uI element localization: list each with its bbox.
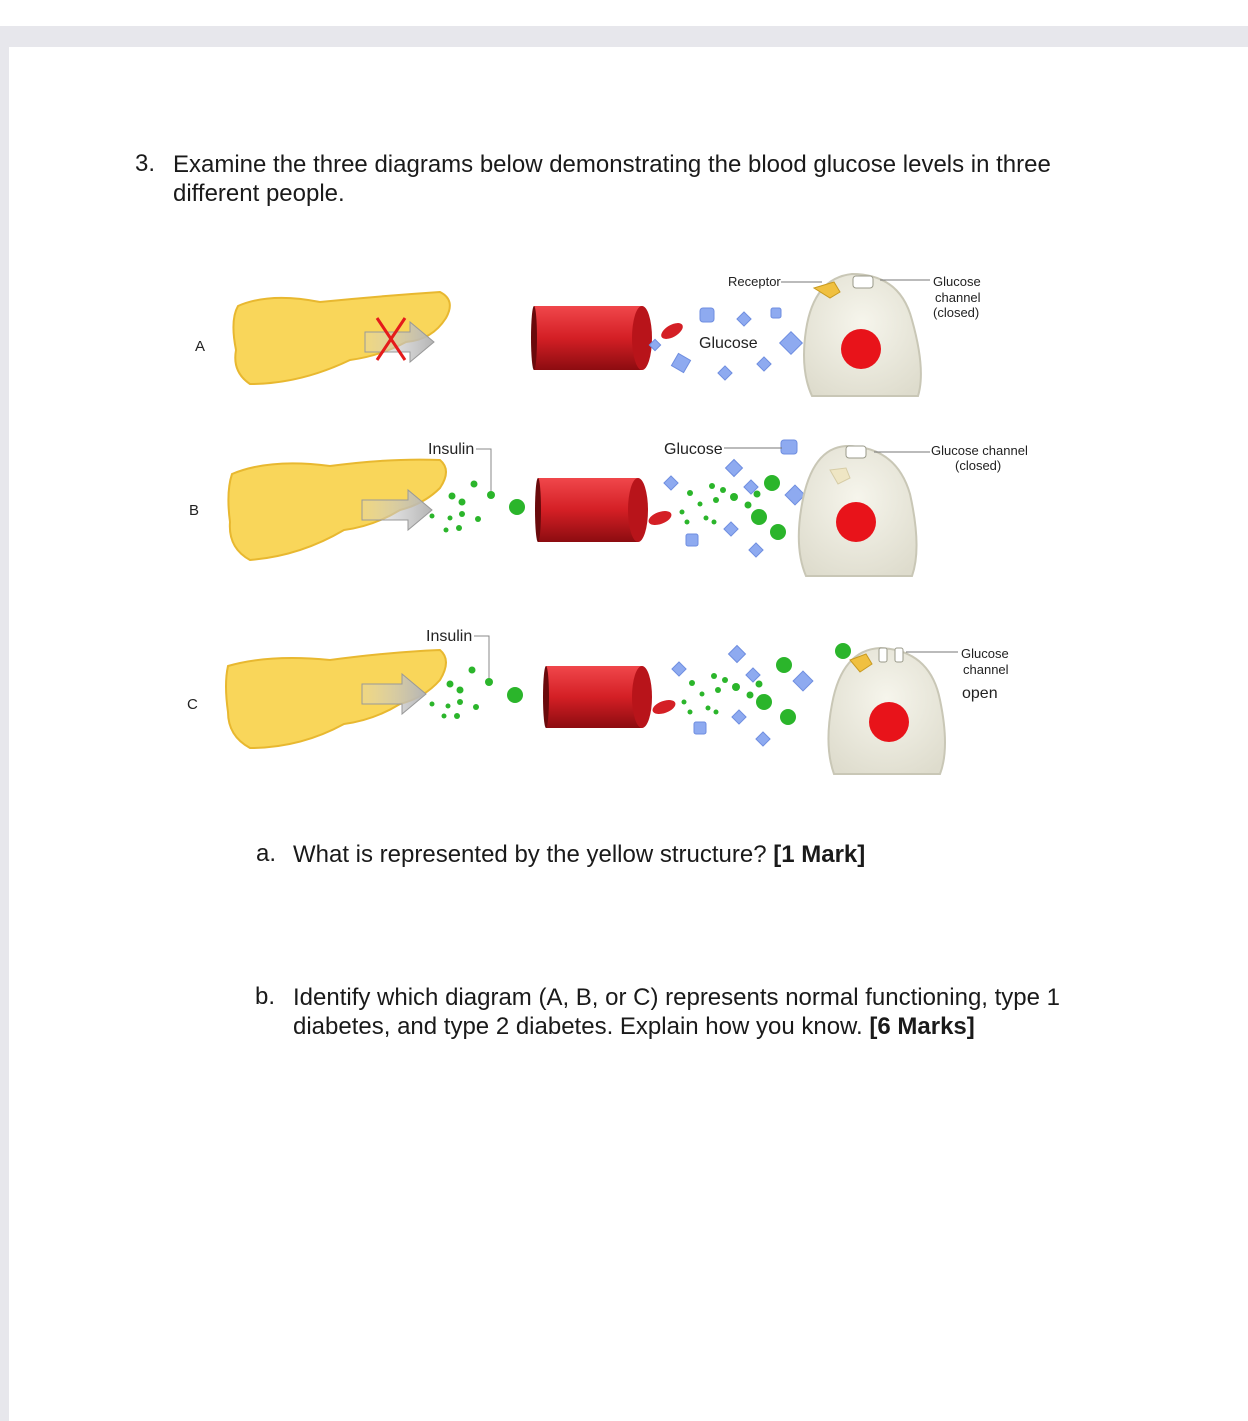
nucleus-b bbox=[836, 502, 876, 542]
insulin-molecules-c bbox=[429, 666, 523, 719]
part-a-marks: [1 Mark] bbox=[773, 841, 866, 868]
blood-vessel-b bbox=[535, 478, 648, 542]
channel-label-b-2: (closed) bbox=[955, 458, 1001, 473]
receptor-icon-c bbox=[849, 653, 873, 673]
row-label-c: C bbox=[187, 696, 198, 713]
blood-vessel-c bbox=[543, 666, 652, 728]
nucleus-a bbox=[841, 329, 881, 369]
row-label-a: A bbox=[195, 338, 205, 355]
top-toolbar bbox=[0, 0, 1248, 26]
channel-label-c-1: Glucose bbox=[961, 646, 1009, 661]
part-a-label: a. bbox=[256, 840, 277, 867]
part-b-text: Identify which diagram (A, B, or C) repr… bbox=[293, 984, 1061, 1040]
receptor-icon-a bbox=[812, 281, 841, 299]
glucose-molecules-b bbox=[663, 439, 806, 558]
body-cell-b bbox=[797, 444, 918, 577]
question-text: Examine the three diagrams below demonst… bbox=[173, 151, 1051, 207]
receptor-label: Receptor bbox=[728, 274, 781, 289]
part-b-label: b. bbox=[255, 983, 276, 1010]
question-number: 3. bbox=[135, 150, 156, 177]
channel-label-a-1: Glucose bbox=[933, 274, 981, 289]
part-b-marks: [6 Marks] bbox=[869, 1013, 975, 1040]
channel-label-b-1: Glucose channel bbox=[931, 443, 1028, 458]
red-blood-cell-b bbox=[648, 511, 672, 525]
glucose-label-b: Glucose bbox=[664, 441, 723, 458]
body-cell-c bbox=[827, 646, 946, 775]
document-page bbox=[9, 47, 1248, 1421]
insulin-label-b: Insulin bbox=[428, 441, 474, 458]
red-blood-cell-a bbox=[661, 323, 683, 339]
channel-label-a-3: (closed) bbox=[933, 305, 979, 320]
blocked-x-icon bbox=[375, 317, 407, 361]
red-blood-cell-c bbox=[652, 700, 676, 714]
part-a-question: What is represented by the yellow struct… bbox=[293, 840, 1173, 869]
part-b-question: Identify which diagram (A, B, or C) repr… bbox=[293, 983, 1103, 1041]
glucose-molecules-c bbox=[671, 644, 814, 747]
arrow-c bbox=[361, 672, 427, 716]
arrow-b bbox=[361, 488, 433, 532]
glucose-molecules-a bbox=[648, 307, 804, 381]
insulin-molecules-b bbox=[429, 480, 525, 533]
channel-label-c-2: channel bbox=[963, 662, 1009, 677]
insulin-molecules-c2 bbox=[681, 643, 851, 725]
part-a-text: What is represented by the yellow struct… bbox=[293, 841, 767, 868]
glucose-label-a: Glucose bbox=[699, 335, 758, 352]
blood-vessel-a bbox=[531, 306, 652, 370]
glucose-channel-icon-b bbox=[845, 445, 867, 459]
channel-label-a-2: channel bbox=[935, 290, 981, 305]
insulin-label-c: Insulin bbox=[426, 628, 472, 645]
insulin-molecules-b2 bbox=[679, 475, 786, 540]
nucleus-c bbox=[869, 702, 909, 742]
body-cell-a bbox=[803, 272, 922, 397]
row-label-b: B bbox=[189, 502, 199, 519]
receptor-icon-b bbox=[829, 467, 851, 485]
glucose-channel-icon-a bbox=[852, 275, 874, 289]
channel-open-label: open bbox=[962, 685, 998, 702]
glucose-channel-open-icon bbox=[878, 647, 904, 663]
